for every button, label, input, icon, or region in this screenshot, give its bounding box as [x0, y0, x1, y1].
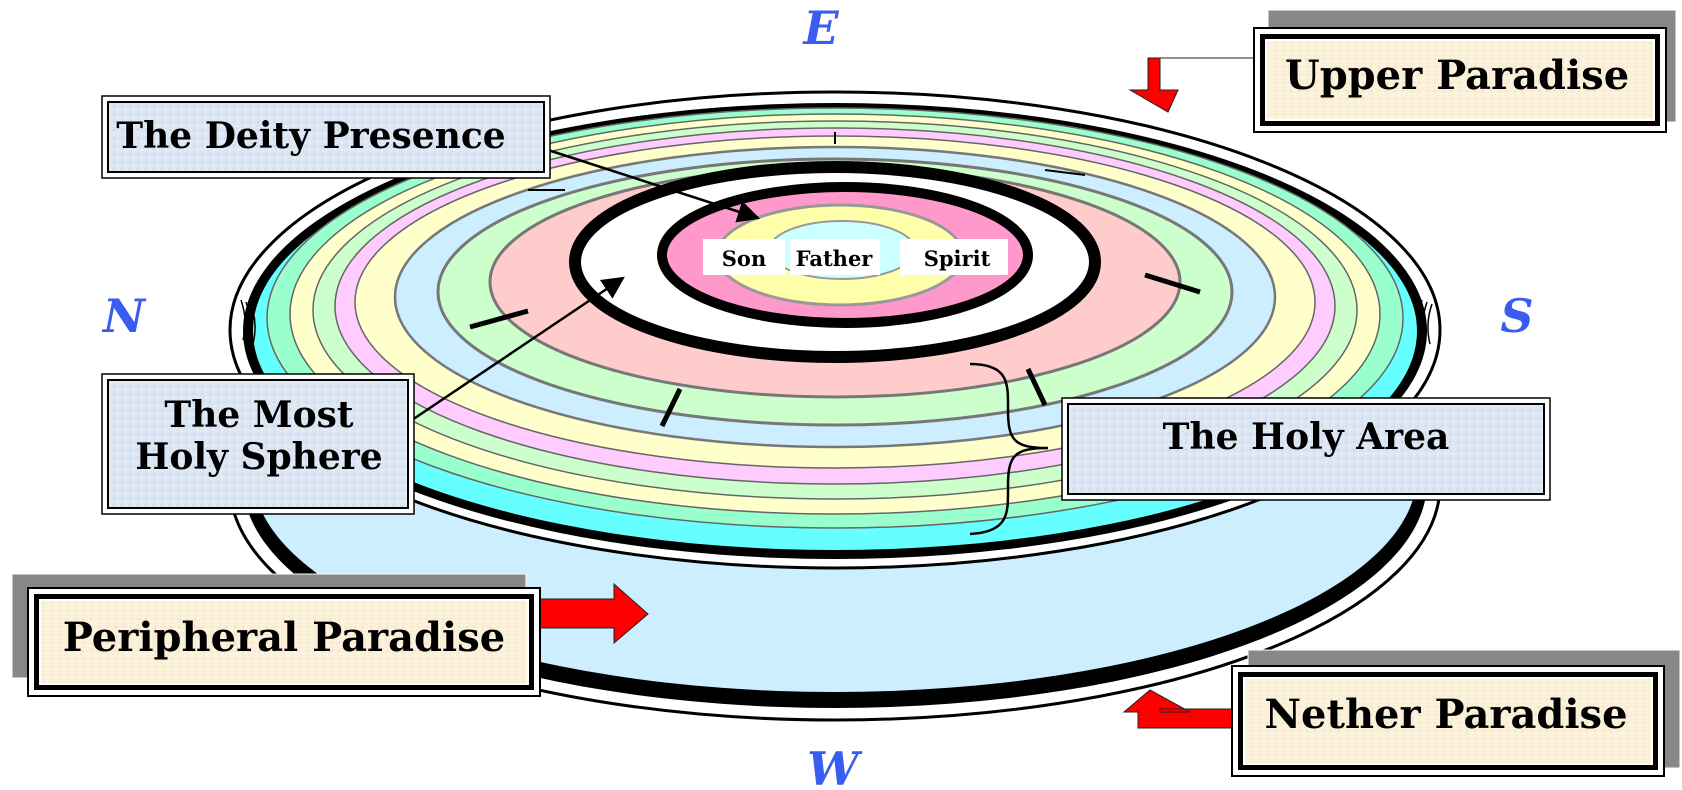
upper-paradise-arrow: [1128, 57, 1258, 113]
compass-west: W: [807, 742, 863, 790]
holy-area-brace: [969, 362, 1049, 536]
compass-north: N: [101, 289, 147, 343]
deity-presence-label: The Deity Presence: [116, 115, 505, 157]
holy-area-dividers: [469, 132, 1201, 428]
upper-paradise-label: Upper Paradise: [1285, 52, 1629, 99]
holy-area-label: The Holy Area: [1163, 416, 1450, 458]
son-label: Son: [722, 246, 766, 271]
peripheral-paradise-box: Peripheral Paradise: [11, 573, 541, 697]
father-label: Father: [796, 246, 874, 271]
compass-east: E: [801, 1, 839, 55]
deity-presence-box: The Deity Presence: [101, 95, 551, 179]
most-holy-sphere-label-line2: Holy Sphere: [135, 436, 382, 478]
peripheral-paradise-arrow: [537, 582, 649, 645]
nether-paradise-arrow: [1122, 689, 1236, 729]
upper-paradise-box: Upper Paradise: [1253, 9, 1677, 133]
disk-edge-fringe: [240, 299, 1433, 345]
peripheral-paradise-label: Peripheral Paradise: [63, 614, 505, 661]
most-holy-sphere-pointer: [411, 276, 625, 422]
deity-presence-pointer: [547, 148, 761, 223]
most-holy-sphere-box: The Most Holy Sphere: [101, 373, 415, 515]
nether-paradise-box: Nether Paradise: [1231, 649, 1681, 777]
most-holy-sphere-label-line1: The Most: [164, 394, 354, 436]
compass-south: S: [1500, 289, 1533, 343]
deity-labels: Son Father Spirit: [703, 239, 1008, 275]
holy-area-box: The Holy Area: [1061, 397, 1551, 501]
nether-paradise-label: Nether Paradise: [1264, 691, 1627, 738]
spirit-label: Spirit: [924, 246, 991, 271]
